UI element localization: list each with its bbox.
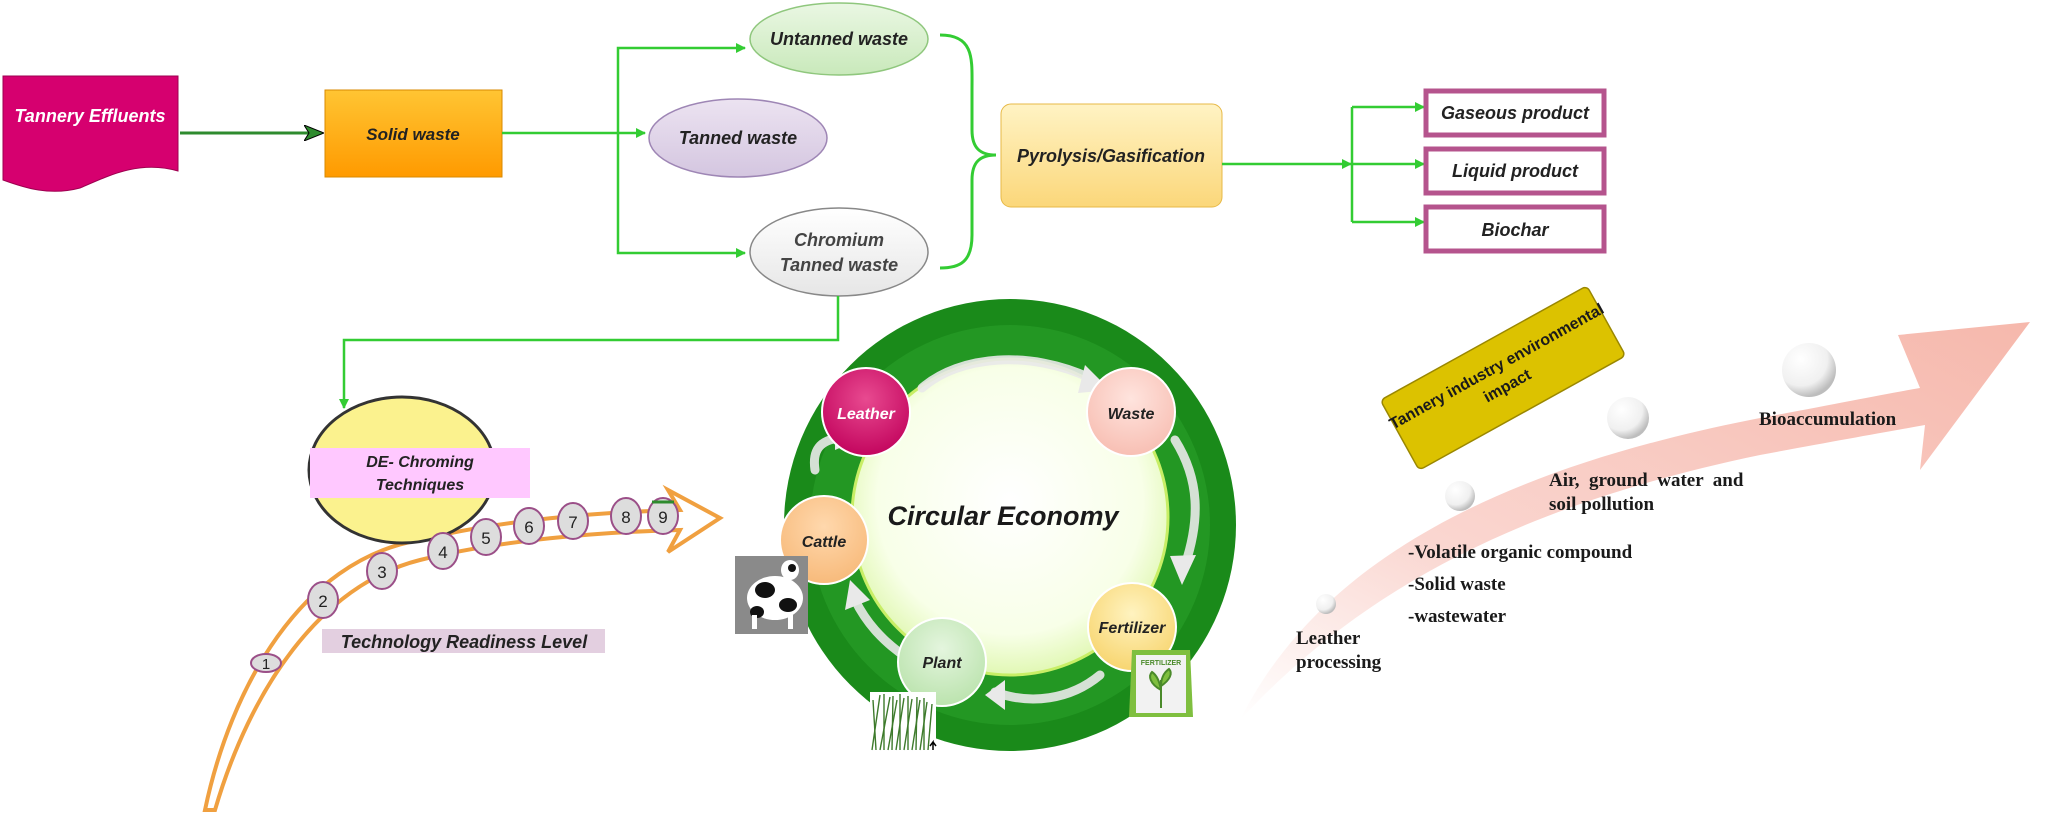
grass-image	[870, 692, 937, 752]
svg-text:4: 4	[438, 543, 447, 562]
stage-leather-line1: Leather	[1296, 628, 1361, 649]
liquid-product-label: Liquid product	[1452, 161, 1579, 181]
dechroming-node: DE- Chroming Techniques	[307, 395, 530, 545]
stage-pollution-line1: Air, ground water and	[1549, 470, 1744, 491]
node-leather: Leather	[821, 367, 911, 457]
tannery-effluents-label: Tannery Effluents	[14, 106, 165, 126]
svg-text:3: 3	[377, 563, 386, 582]
cow-image	[735, 556, 808, 634]
trl-level-1: 1	[250, 653, 282, 673]
trl-level-2: 2	[307, 581, 339, 619]
solid-waste-branch-arrows	[502, 43, 746, 258]
trl-level-8: 8	[610, 497, 642, 535]
waste-merge-brace	[939, 33, 997, 270]
pyrolysis-node: Pyrolysis/Gasification	[1000, 103, 1223, 208]
trl-level-6: 6	[513, 507, 545, 545]
trl-title-bg	[322, 629, 605, 653]
fertilizer-bag-text: FERTILIZER	[1141, 660, 1181, 667]
svg-text:7: 7	[568, 513, 577, 532]
dechroming-line2: Techniques	[376, 477, 464, 494]
trl-level-3: 3	[366, 552, 398, 590]
node-plant: Plant	[897, 617, 987, 707]
svg-text:Waste: Waste	[1108, 406, 1155, 423]
tanned-waste-node: Tanned waste	[648, 98, 828, 178]
stage-leather-line2: processing	[1296, 652, 1382, 673]
chromium-tanned-waste-node: Chromium Tanned waste	[749, 207, 929, 297]
svg-text:Cattle: Cattle	[802, 534, 847, 551]
impact-label: Tannery industry environmental impact	[1381, 286, 1625, 470]
gaseous-product-node: Gaseous product	[1423, 88, 1607, 138]
pyrolysis-label: Pyrolysis/Gasification	[1017, 146, 1205, 166]
trl-title: Technology Readiness Level	[341, 632, 588, 652]
biochar-node: Biochar	[1423, 204, 1607, 254]
svg-text:Leather: Leather	[837, 406, 896, 423]
dechroming-line1: DE- Chroming	[366, 454, 474, 471]
svg-text:9: 9	[658, 508, 667, 527]
liquid-product-node: Liquid product	[1423, 146, 1607, 196]
svg-text:8: 8	[621, 508, 630, 527]
chromium-label-line1: Chromium	[794, 230, 884, 250]
chromium-to-dechroming-arrow	[339, 296, 840, 409]
circular-economy-title: Circular Economy	[887, 501, 1120, 531]
solid-waste-label: Solid waste	[366, 125, 460, 144]
untanned-waste-label: Untanned waste	[770, 29, 908, 49]
tanned-waste-label: Tanned waste	[679, 128, 797, 148]
svg-text:6: 6	[524, 518, 533, 537]
trl-levels: 1 2 3 4 5 6 7 8 9	[250, 497, 679, 673]
stage-bioaccumulation: Bioaccumulation	[1759, 409, 1897, 430]
node-waste: Waste	[1086, 367, 1176, 457]
svg-text:5: 5	[481, 529, 490, 548]
biochar-label: Biochar	[1481, 220, 1549, 240]
pyrolysis-branch-arrows	[1222, 102, 1425, 227]
solid-waste-node: Solid waste	[324, 89, 503, 178]
tannery-effluents-node: Tannery Effluents	[2, 75, 179, 192]
svg-text:2: 2	[318, 592, 327, 611]
gaseous-product-label: Gaseous product	[1441, 103, 1590, 123]
trl-level-7: 7	[557, 502, 589, 540]
stage-voc: -Volatile organic compound	[1408, 542, 1633, 563]
chromium-label-line2: Tanned waste	[780, 255, 898, 275]
impact-markers	[1316, 343, 1836, 614]
fertilizer-bag-image: FERTILIZER	[1129, 650, 1193, 717]
trl-level-5: 5	[470, 518, 502, 556]
stage-wastewater: -wastewater	[1408, 606, 1507, 627]
trl-level-4: 4	[427, 532, 459, 570]
circular-economy: Circular Economy Leather Waste Fertilize…	[779, 299, 1236, 751]
svg-text:Plant: Plant	[922, 655, 962, 672]
svg-text:1: 1	[262, 656, 270, 673]
stage-solid-waste: -Solid waste	[1408, 574, 1506, 595]
trl-level-9: 9	[647, 497, 679, 535]
node-fertilizer: Fertilizer	[1087, 582, 1177, 672]
svg-text:Fertilizer: Fertilizer	[1099, 620, 1166, 637]
untanned-waste-node: Untanned waste	[749, 2, 929, 76]
stage-pollution-line2: soil pollution	[1549, 494, 1654, 515]
impact-arrow	[1240, 322, 2030, 720]
